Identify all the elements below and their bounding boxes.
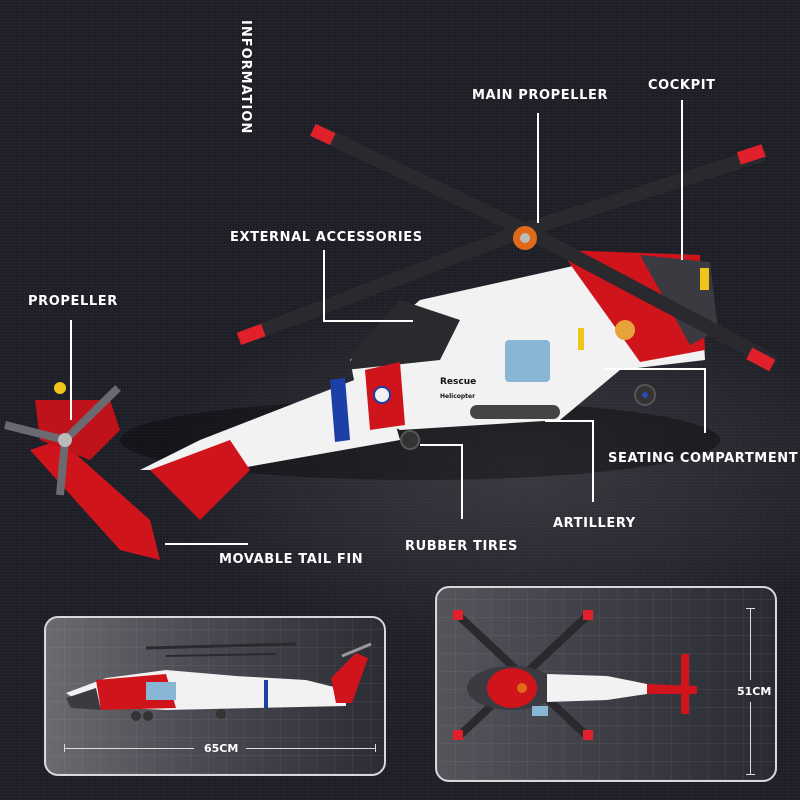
main-rotor-icon xyxy=(236,123,777,372)
callout-line xyxy=(323,320,413,322)
callout-main-propeller: MAIN PROPELLER xyxy=(472,88,609,103)
callout-line xyxy=(545,420,593,422)
callout-external-accessories: EXTERNAL ACCESSORIES xyxy=(230,230,423,245)
callout-line xyxy=(70,320,72,420)
callout-line xyxy=(681,100,683,260)
callout-line xyxy=(605,368,705,370)
callout-line xyxy=(461,444,463,519)
dimension-line xyxy=(750,702,751,774)
callout-cockpit: COCKPIT xyxy=(648,78,716,93)
top-view-panel: 51CM xyxy=(435,586,777,782)
tail-rotor-icon xyxy=(4,385,121,496)
callout-rubber-tires: RUBBER TIRES xyxy=(405,539,518,554)
callout-line xyxy=(165,543,248,545)
callout-propeller: PROPELLER xyxy=(28,294,118,309)
svg-text:Rescue: Rescue xyxy=(440,377,476,387)
info-title: INFORMATION xyxy=(238,20,253,135)
side-view-helicopter-image xyxy=(66,642,372,721)
callout-line xyxy=(704,368,706,433)
dimension-line xyxy=(246,748,376,749)
callout-artillery: ARTILLERY xyxy=(553,516,636,531)
dimension-line xyxy=(750,608,751,680)
callout-movable-tail-fin: MOVABLE TAIL FIN xyxy=(219,552,364,567)
side-view-dimension: 65CM xyxy=(204,742,239,755)
side-view-panel: 65CM xyxy=(44,616,386,776)
callout-seating-compartment: SEATING COMPARTMENT xyxy=(608,451,799,466)
callout-line xyxy=(323,250,325,320)
svg-text:Helicopter: Helicopter xyxy=(440,393,475,400)
callout-line xyxy=(420,444,462,446)
callout-line xyxy=(592,420,594,502)
callout-line xyxy=(537,113,539,223)
top-view-dimension: 51CM xyxy=(737,685,772,698)
top-view-helicopter-image xyxy=(453,610,697,740)
dimension-line xyxy=(64,748,194,749)
